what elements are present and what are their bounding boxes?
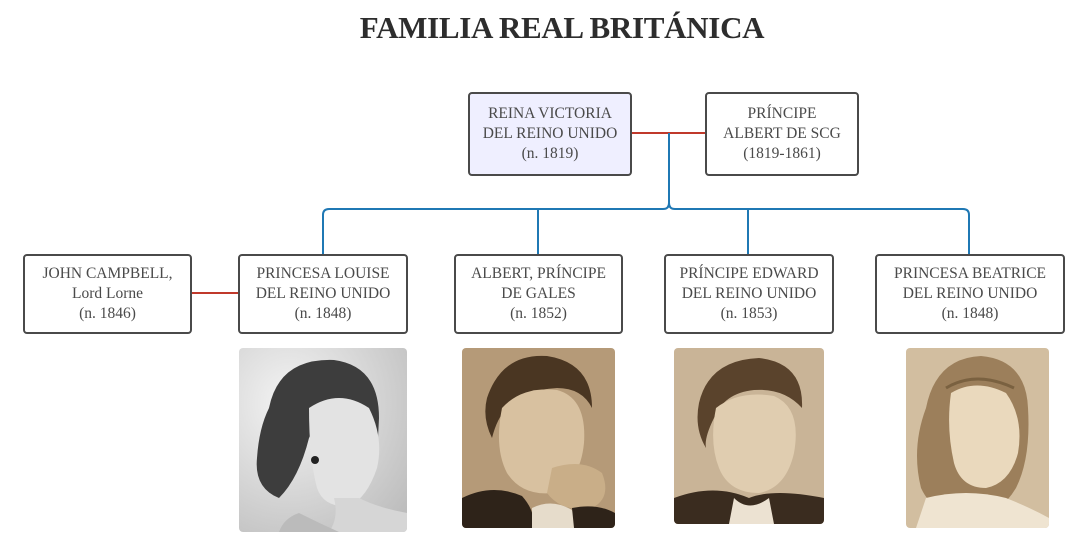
node-line: DEL REINO UNIDO: [903, 284, 1038, 304]
node-line: DEL REINO UNIDO: [682, 284, 817, 304]
node-prince-edward[interactable]: PRÍNCIPE EDWARD DEL REINO UNIDO (n. 1853…: [664, 254, 834, 334]
node-line: ALBERT DE SCG: [723, 124, 841, 144]
node-line: (n. 1846): [79, 304, 136, 324]
node-princess-beatrice[interactable]: PRINCESA BEATRICE DEL REINO UNIDO (n. 18…: [875, 254, 1065, 334]
node-john-campbell[interactable]: JOHN CAMPBELL, Lord Lorne (n. 1846): [23, 254, 192, 334]
node-albert-prince-of-wales[interactable]: ALBERT, PRÍNCIPE DE GALES (n. 1852): [454, 254, 623, 334]
portrait-albert-prince-of-wales: [462, 348, 615, 528]
node-line: (n. 1853): [721, 304, 778, 324]
node-line: REINA VICTORIA: [488, 104, 612, 124]
node-line: DEL REINO UNIDO: [256, 284, 391, 304]
node-line: ALBERT, PRÍNCIPE: [471, 264, 606, 284]
node-line: (n. 1852): [510, 304, 567, 324]
node-line: PRINCESA LOUISE: [256, 264, 389, 284]
node-prince-albert[interactable]: PRÍNCIPE ALBERT DE SCG (1819-1861): [705, 92, 859, 176]
node-line: PRÍNCIPE EDWARD: [679, 264, 818, 284]
descent-line-right: [669, 203, 969, 255]
node-line: (n. 1819): [522, 144, 579, 164]
node-line: DEL REINO UNIDO: [483, 124, 618, 144]
node-line: (n. 1848): [942, 304, 999, 324]
node-line: DE GALES: [501, 284, 575, 304]
portrait-prince-edward: [674, 348, 824, 524]
node-line: PRÍNCIPE: [748, 104, 817, 124]
portrait-princess-beatrice: [906, 348, 1049, 528]
node-princess-louise[interactable]: PRINCESA LOUISE DEL REINO UNIDO (n. 1848…: [238, 254, 408, 334]
node-line: (n. 1848): [295, 304, 352, 324]
node-queen-victoria[interactable]: REINA VICTORIA DEL REINO UNIDO (n. 1819): [468, 92, 632, 176]
node-line: JOHN CAMPBELL,: [42, 264, 172, 284]
node-line: (1819-1861): [743, 144, 821, 164]
node-line: Lord Lorne: [72, 284, 143, 304]
node-line: PRINCESA BEATRICE: [894, 264, 1046, 284]
portrait-princess-louise: [239, 348, 407, 532]
